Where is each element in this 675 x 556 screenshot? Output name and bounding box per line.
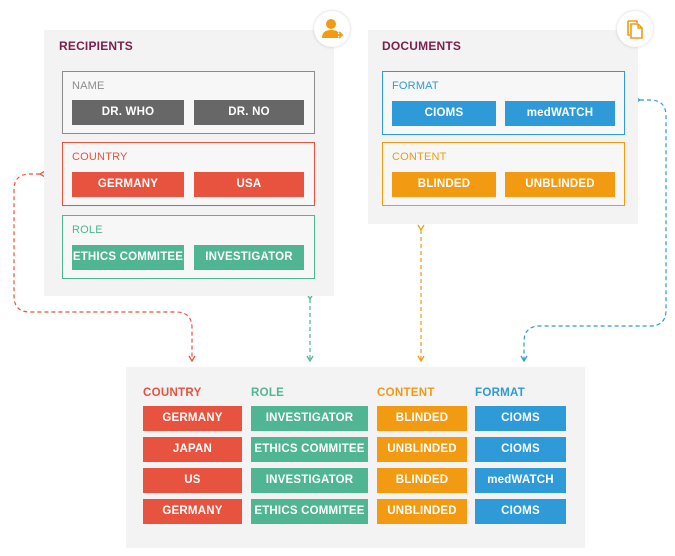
- matrix-row-4-role[interactable]: ETHICS COMMITEE: [251, 499, 368, 524]
- content-group-label: CONTENT: [392, 151, 447, 163]
- matrix-header-country: COUNTRY: [143, 387, 202, 399]
- recipients-panel: RECIPIENTS NAME DR. WHO DR. NO COUNTRY G…: [44, 30, 334, 296]
- matrix-row-3-role[interactable]: INVESTIGATOR: [251, 468, 368, 493]
- country-group: COUNTRY GERMANY USA: [62, 142, 315, 206]
- role-chip-1[interactable]: ETHICS COMMITEE: [72, 245, 184, 270]
- country-chip-2[interactable]: USA: [194, 172, 304, 197]
- matrix-row-1-country[interactable]: GERMANY: [143, 406, 242, 431]
- matrix-row-3-format[interactable]: medWATCH: [475, 468, 566, 493]
- matrix-header-format: FORMAT: [475, 387, 526, 399]
- documents-title: DOCUMENTS: [382, 39, 462, 53]
- matrix-header-content: CONTENT: [377, 387, 435, 399]
- format-chip-2[interactable]: medWATCH: [505, 101, 615, 126]
- format-group: FORMAT CIOMS medWATCH: [382, 71, 625, 135]
- matrix-row-2-content[interactable]: UNBLINDED: [377, 437, 467, 462]
- matrix-header-role: ROLE: [251, 387, 285, 399]
- content-chip-2[interactable]: UNBLINDED: [505, 172, 615, 197]
- matrix-row-2-format[interactable]: CIOMS: [475, 437, 566, 462]
- content-group: CONTENT BLINDED UNBLINDED: [382, 142, 625, 206]
- matrix-row-1-role[interactable]: INVESTIGATOR: [251, 406, 368, 431]
- matrix-panel: COUNTRY ROLE CONTENT FORMAT GERMANY INVE…: [126, 367, 585, 548]
- user-icon: [322, 19, 344, 39]
- recipients-icon-badge: [314, 11, 350, 47]
- format-group-label: FORMAT: [392, 80, 439, 92]
- name-group-label: NAME: [72, 80, 105, 92]
- matrix-row-2-role[interactable]: ETHICS COMMITEE: [251, 437, 368, 462]
- role-group-label: ROLE: [72, 224, 103, 236]
- format-chip-1[interactable]: CIOMS: [392, 101, 496, 126]
- matrix-row-1-format[interactable]: CIOMS: [475, 406, 566, 431]
- format-link-arrow: [520, 96, 667, 363]
- matrix-row-2-country[interactable]: JAPAN: [143, 437, 242, 462]
- name-chip-2[interactable]: DR. NO: [194, 100, 304, 125]
- documents-panel: DOCUMENTS FORMAT CIOMS medWATCH CONTENT …: [368, 30, 638, 224]
- role-chip-2[interactable]: INVESTIGATOR: [194, 245, 304, 270]
- recipients-title: RECIPIENTS: [59, 39, 134, 53]
- country-group-label: COUNTRY: [72, 151, 128, 163]
- content-chip-1[interactable]: BLINDED: [392, 172, 496, 197]
- country-chip-1[interactable]: GERMANY: [72, 172, 184, 197]
- name-group: NAME DR. WHO DR. NO: [62, 71, 315, 134]
- matrix-row-4-country[interactable]: GERMANY: [143, 499, 242, 524]
- documents-icon-badge: [617, 11, 653, 47]
- matrix-row-4-content[interactable]: UNBLINDED: [377, 499, 467, 524]
- matrix-row-3-content[interactable]: BLINDED: [377, 468, 467, 493]
- matrix-row-4-format[interactable]: CIOMS: [475, 499, 566, 524]
- matrix-row-1-content[interactable]: BLINDED: [377, 406, 467, 431]
- name-chip-1[interactable]: DR. WHO: [72, 100, 184, 125]
- country-link-arrow: [13, 170, 196, 363]
- role-group: ROLE ETHICS COMMITEE INVESTIGATOR: [62, 215, 315, 279]
- matrix-row-3-country[interactable]: US: [143, 468, 242, 493]
- documents-icon: [627, 20, 643, 39]
